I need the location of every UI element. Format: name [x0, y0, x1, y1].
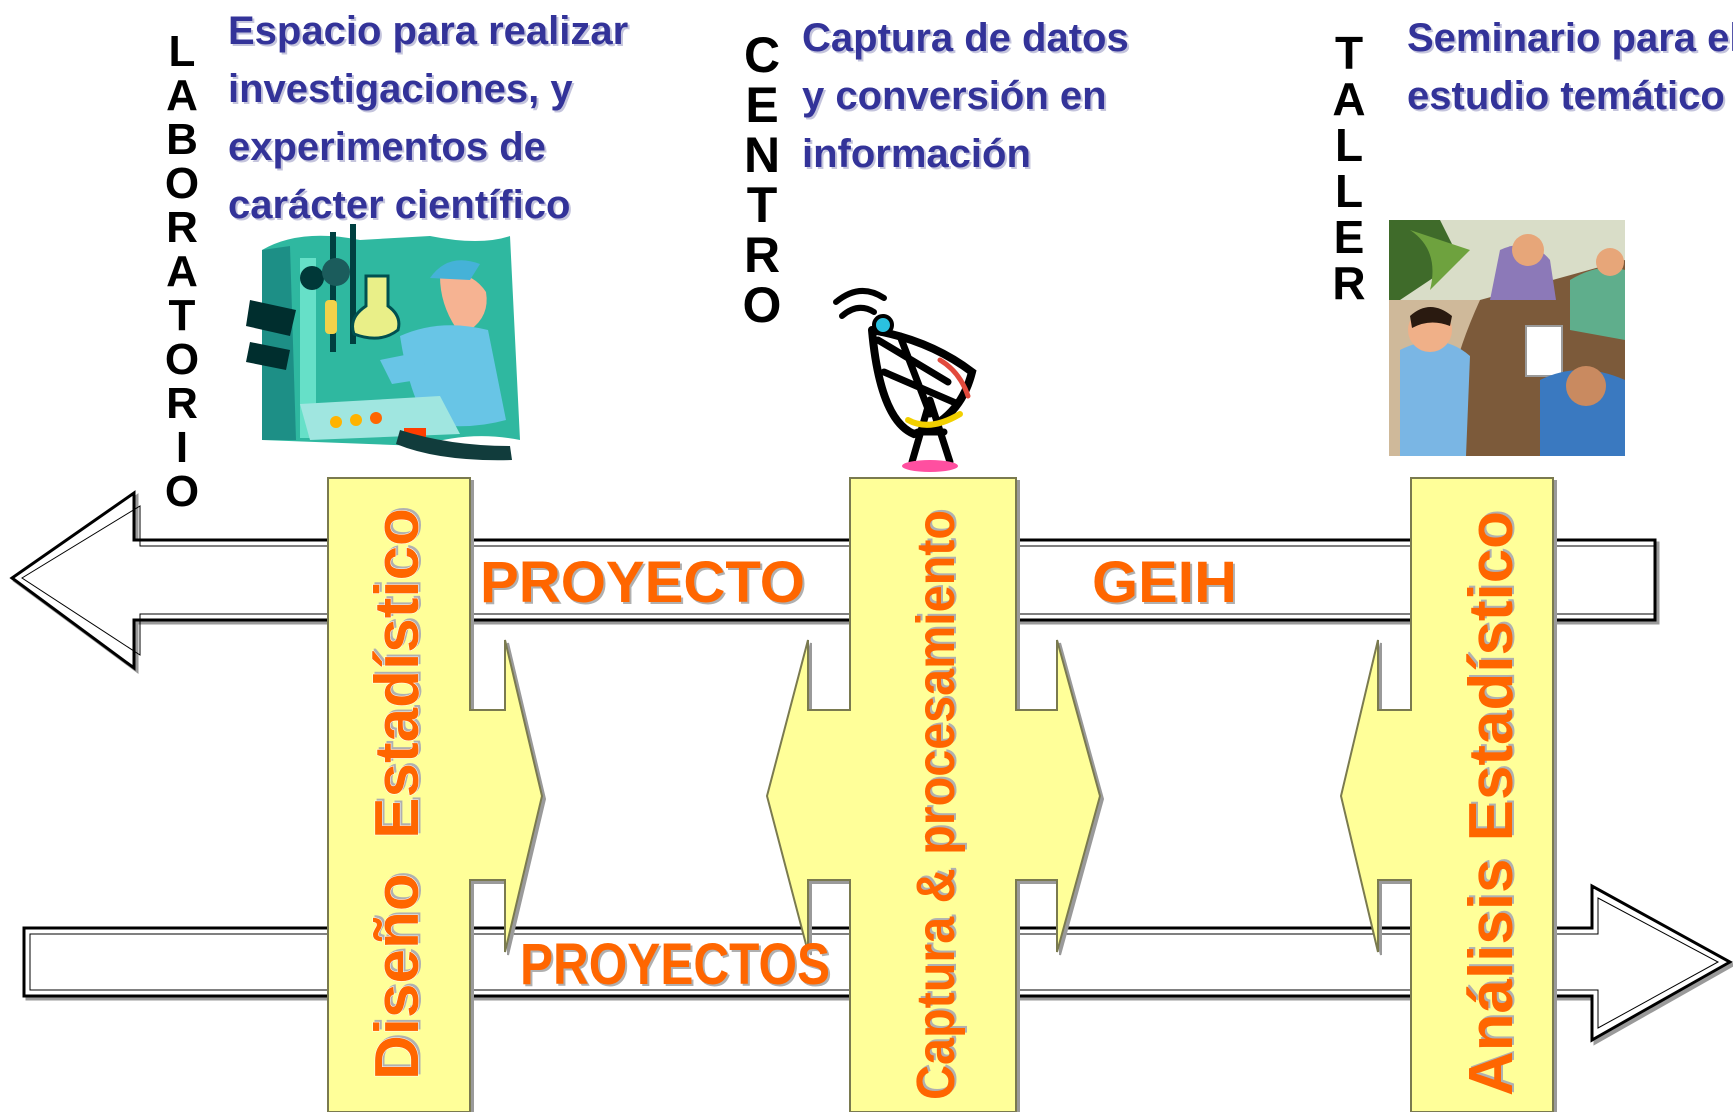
- description-line: carácter científico: [228, 183, 571, 227]
- vertical-letter: R: [1332, 257, 1366, 309]
- vertical-letter: T: [1334, 27, 1364, 79]
- vertical-letter: E: [745, 77, 779, 133]
- vertical-letter: I: [175, 423, 189, 472]
- vertical-letter: L: [168, 27, 196, 76]
- flow-label-proyecto: PROYECTO: [480, 550, 805, 615]
- vertical-letter: R: [166, 203, 198, 252]
- stage-label-diseno: Diseño Estadístico: [363, 508, 432, 1080]
- top-left-arrow: [9, 490, 1657, 671]
- meeting-group-icon: [1389, 220, 1625, 456]
- stage-label-analisis: Análisis Estadístico: [1457, 511, 1526, 1096]
- satellite-dish-icon: [833, 288, 977, 472]
- description-taller: Seminario para el estudio temático: [1407, 9, 1733, 125]
- description-line: información: [802, 132, 1031, 176]
- description-line: estudio temático: [1407, 74, 1725, 118]
- description-line: Espacio para realizar: [228, 9, 629, 53]
- vertical-letter: A: [1332, 73, 1366, 125]
- stage-column-captura: [765, 477, 1102, 1112]
- vertical-letter: A: [166, 247, 198, 296]
- vertical-letter: C: [743, 27, 781, 83]
- description-line: y conversión en: [802, 74, 1107, 118]
- vertical-letter: O: [742, 277, 782, 333]
- stage-column-analisis: [1339, 477, 1554, 1112]
- description-line: investigaciones, y: [228, 67, 573, 111]
- vertical-letter: O: [164, 159, 200, 208]
- description-laboratorio: Espacio para realizar investigaciones, y…: [228, 2, 628, 234]
- vertical-letter: L: [1334, 119, 1364, 171]
- stage-column-diseno: [327, 477, 544, 1112]
- vertical-letter: N: [743, 127, 781, 183]
- flow-label-proyectos: PROYECTOS: [520, 932, 830, 997]
- description-line: experimentos de: [228, 125, 546, 169]
- vertical-letter: O: [164, 467, 200, 516]
- vertical-letter: E: [1333, 211, 1365, 263]
- description-line: Seminario para el: [1407, 16, 1733, 60]
- description-centro: Captura de datos y conversión en informa…: [802, 9, 1129, 183]
- flow-label-geih: GEIH: [1092, 550, 1237, 615]
- stage-label-captura: Captura & procesamiento: [906, 510, 966, 1100]
- vertical-letter: R: [743, 227, 781, 283]
- vertical-letter: B: [166, 115, 198, 164]
- vertical-letter: O: [164, 335, 200, 384]
- vertical-letter: R: [166, 379, 198, 428]
- vertical-letter: T: [168, 291, 196, 340]
- lab-scientist-icon: [246, 224, 520, 461]
- description-line: Captura de datos: [802, 16, 1129, 60]
- vertical-letter: A: [166, 71, 198, 120]
- vertical-letter: T: [746, 177, 778, 233]
- vertical-letter: L: [1334, 165, 1364, 217]
